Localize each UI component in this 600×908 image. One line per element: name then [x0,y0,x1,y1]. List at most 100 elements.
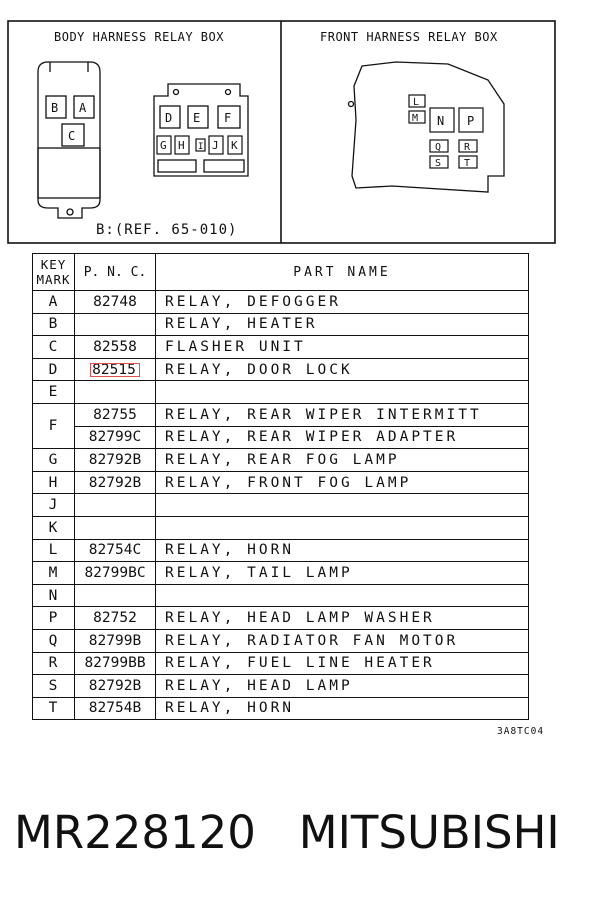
part-name-cell: RELAY, REAR FOG LAMP [155,448,529,472]
pnc-value[interactable]: 82558 [93,338,137,355]
body-relay-box-housing [37,61,101,219]
table-row: G 82792B RELAY, REAR FOG LAMP [32,448,529,472]
relay-label-l: L [413,97,419,108]
brand-name: MITSUBISHI [298,806,560,859]
key-mark-cell: S [32,674,75,698]
relay-label-q: Q [435,142,441,153]
part-name-cell [155,380,529,404]
pnc-cell [74,380,156,404]
key-mark-cell: P [32,606,75,630]
pnc-value[interactable]: 82792B [88,474,142,491]
front-box-title: FRONT HARNESS RELAY BOX [320,30,498,44]
key-mark-cell: J [32,493,75,517]
pnc-value[interactable]: 82755 [93,406,137,423]
key-mark-header: KEY MARK [32,253,75,291]
pnc-header: P. N. C. [74,253,156,291]
key-mark-cell: D [32,357,75,382]
key-mark-cell: B [32,312,75,337]
pnc-cell: 82799C [74,425,156,450]
part-name-cell: RELAY, HEAD LAMP WASHER [155,606,529,630]
relay-label-c: C [68,129,75,143]
relay-box-diagram: BODY HARNESS RELAY BOX FRONT HARNESS REL… [7,20,556,244]
part-name-cell: RELAY, DEFOGGER [155,290,529,314]
key-mark-header-line2: MARK [36,272,71,287]
part-name-cell: RELAY, HORN [155,696,529,721]
part-name-cell: RELAY, HORN [155,538,529,563]
relay-block-d-k [153,83,249,177]
body-box-title: BODY HARNESS RELAY BOX [54,30,224,44]
body-relay-slots [45,95,95,147]
key-mark-cell: N [32,583,75,608]
key-mark-cell: C [32,335,75,359]
part-name-cell: RELAY, HEAD LAMP [155,674,529,698]
pnc-cell: 82799BC [74,561,156,585]
pnc-value[interactable]: 82754C [88,542,142,559]
relay-label-t: T [464,158,470,169]
pnc-cell: 82748 [74,290,156,314]
part-name-header: PART NAME [155,253,529,291]
part-name-cell [155,515,529,540]
pnc-value[interactable]: 82792B [88,677,142,694]
relay-label-a: A [79,101,87,115]
key-mark-cell: K [32,515,75,540]
pnc-cell: 82754B [74,696,156,721]
pnc-value[interactable]: 82748 [93,293,137,310]
pnc-cell [74,312,156,337]
pnc-value[interactable]: 82799BB [84,655,146,672]
table-row: S 82792B RELAY, HEAD LAMP [32,674,529,698]
relay-label-s: S [435,158,441,169]
relay-label-b: B [51,101,58,115]
pnc-cell: 82792B [74,448,156,472]
pnc-value[interactable]: 82799C [88,429,142,446]
table-row: D 82515 RELAY, DOOR LOCK [32,357,529,382]
key-mark-cell: F [32,402,75,450]
part-name-cell: RELAY, FRONT FOG LAMP [155,470,529,495]
pnc-value[interactable]: 82754B [88,700,142,717]
key-mark-header-line1: KEY [40,257,67,272]
relay-label-m: M [412,113,418,124]
pnc-cell: 82792B [74,470,156,495]
relay-label-i: I [198,142,203,152]
part-name-cell [155,493,529,517]
relay-label-k: K [231,139,238,152]
key-mark-cell: E [32,380,75,404]
pnc-cell: 82515 [74,357,156,382]
front-relay-box-housing [347,61,505,193]
key-mark-cell: G [32,448,75,472]
pnc-value[interactable]: 82515 [88,361,142,379]
pnc-cell: 82799BB [74,651,156,676]
pnc-cell [74,583,156,608]
part-name-cell: RELAY, DOOR LOCK [155,357,529,382]
table-row: N [32,583,529,608]
key-mark-cell: Q [32,628,75,653]
pnc-value[interactable]: 82799B [88,632,142,649]
pnc-value[interactable]: 82799BC [84,564,146,581]
footer-caption: MR228120 MITSUBISHI [14,806,560,859]
relay-label-p: P [467,114,474,128]
table-row: 82799C RELAY, REAR WIPER ADAPTER [33,425,529,450]
relay-label-d: D [165,111,172,125]
part-name-cell: RELAY, TAIL LAMP [155,561,529,585]
table-header-row: KEY MARK P. N. C. PART NAME [32,253,529,291]
relay-label-g: G [160,139,167,152]
pnc-value[interactable]: 82792B [88,451,142,468]
relay-label-r: R [464,142,471,153]
relay-label-f: F [224,111,231,125]
part-name-cell: RELAY, REAR WIPER ADAPTER [155,425,529,450]
pnc-value[interactable]: 82752 [93,610,137,627]
key-mark-cell: L [32,538,75,563]
part-number: MR228120 [14,806,256,859]
part-name-cell: RELAY, FUEL LINE HEATER [155,651,529,676]
relay-label-j: J [212,139,219,152]
relay-slots-g-k [156,135,243,155]
relay-label-n: N [437,114,444,128]
